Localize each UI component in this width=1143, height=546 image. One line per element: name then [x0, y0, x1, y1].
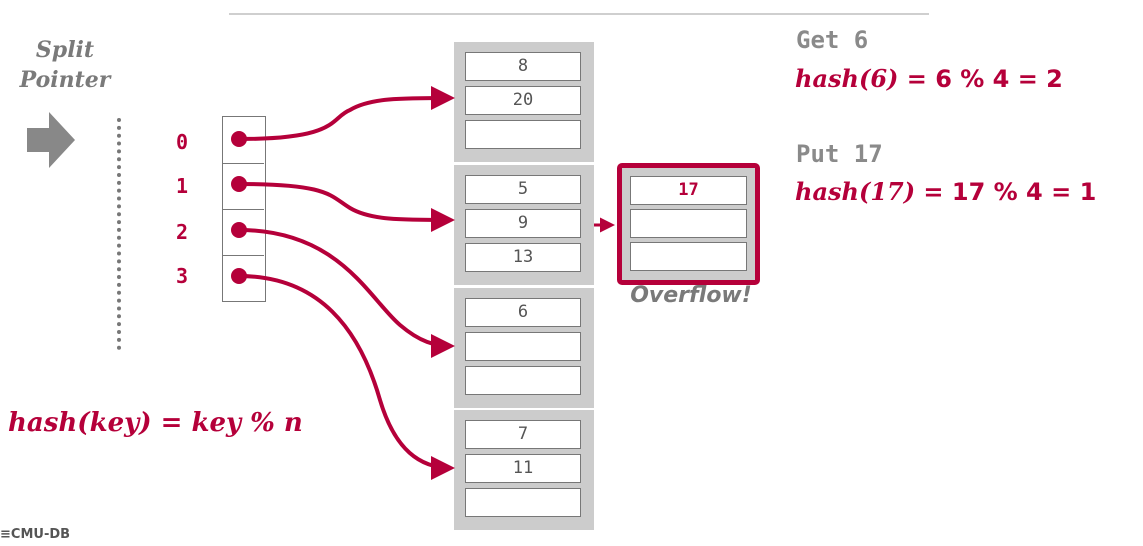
bucket-3: 7 11 [454, 410, 594, 530]
arrow-slot1-to-bucket1 [238, 182, 455, 232]
overflow-label: Overflow! [630, 283, 752, 308]
operation-get-rhs: = 6 % 4 = 2 [898, 65, 1063, 93]
overflow-cell [630, 209, 747, 238]
bucket-cell: 5 [465, 175, 581, 204]
overflow-bucket: 17 [617, 163, 760, 285]
hash-function-label: hash(key) = key % n [8, 408, 303, 438]
split-pointer-dotted-line [117, 118, 121, 350]
bucket-1: 5 9 13 [454, 165, 594, 285]
operation-put-title: Put 17 [796, 140, 883, 168]
logo-icon: ≡ [0, 527, 11, 542]
directory-index-3: 3 [176, 264, 189, 288]
directory-slot [223, 163, 264, 210]
top-divider [229, 13, 929, 15]
bucket-cell: 20 [465, 86, 581, 115]
bucket-cell: 6 [465, 298, 581, 327]
operation-get-expression: hash(6) = 6 % 4 = 2 [795, 64, 1063, 93]
bucket-0: 8 20 [454, 42, 594, 162]
directory-index-2: 2 [176, 220, 189, 244]
operation-get-fn: hash(6) [795, 64, 899, 93]
directory-slot [223, 117, 264, 164]
bucket-cell: 13 [465, 243, 581, 272]
bucket-cell: 7 [465, 420, 581, 449]
split-pointer-label-line1: Split [35, 37, 95, 63]
bucket-cell: 11 [465, 454, 581, 483]
directory-index-1: 1 [176, 174, 189, 198]
bucket-cell [465, 332, 581, 361]
operation-put-expression: hash(17) = 17 % 4 = 1 [795, 177, 1096, 206]
arrow-slot2-to-bucket2 [238, 228, 455, 358]
overflow-cell: 17 [630, 176, 747, 205]
bucket-cell [465, 488, 581, 517]
operation-get-title: Get 6 [796, 26, 869, 54]
bucket-cell [465, 120, 581, 149]
logo-text: CMU-DB [10, 527, 71, 542]
cmu-db-logo: ≡CMU-DB [0, 527, 70, 542]
overflow-cell [630, 242, 747, 271]
operation-put-fn: hash(17) [795, 177, 916, 206]
arrow-slot3-to-bucket3 [238, 274, 455, 480]
pointer-dot [231, 131, 247, 284]
split-pointer-label-line2: Pointer [19, 67, 111, 93]
directory-index-0: 0 [176, 130, 189, 154]
bucket-cell: 8 [465, 52, 581, 81]
directory-slot [223, 209, 264, 256]
arrow-slot0-to-bucket0 [238, 86, 455, 141]
operation-put-rhs: = 17 % 4 = 1 [915, 178, 1097, 206]
bucket-cell: 9 [465, 209, 581, 238]
split-pointer-arrow-icon [27, 112, 75, 168]
bucket-2: 6 [454, 288, 594, 408]
bucket-cell [465, 366, 581, 395]
